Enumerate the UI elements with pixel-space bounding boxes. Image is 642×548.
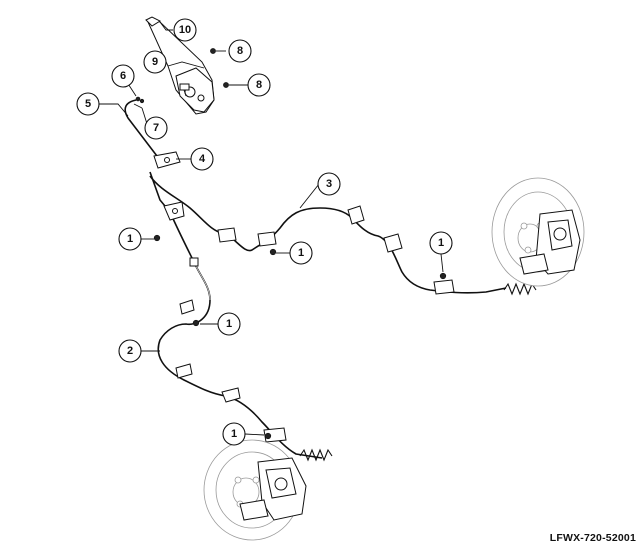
svg-text:2: 2	[127, 345, 133, 357]
svg-text:5: 5	[85, 98, 91, 110]
front-cable	[124, 96, 161, 161]
lever-bolt-lower	[223, 82, 249, 88]
callout-6: 6	[111, 64, 135, 88]
svg-text:8: 8	[256, 79, 262, 91]
callout-8-upper: 8	[228, 39, 252, 63]
callout-1-right: 1	[429, 231, 453, 255]
svg-text:1: 1	[127, 233, 133, 245]
rear-brake-right	[491, 177, 585, 287]
callout-2: 2	[118, 339, 142, 363]
figure-code: LFWX-720-52001	[549, 532, 636, 544]
svg-text:6: 6	[120, 70, 126, 82]
callout-1-lower: 1	[222, 422, 246, 446]
callout-7: 7	[144, 116, 168, 140]
callout-4: 4	[190, 147, 214, 171]
svg-text:1: 1	[298, 247, 304, 259]
parking-brake-lever	[145, 16, 215, 115]
callout-5: 5	[76, 92, 100, 116]
svg-text:9: 9	[152, 56, 158, 68]
svg-text:4: 4	[199, 153, 206, 165]
callout-9: 9	[143, 50, 167, 74]
svg-text:3: 3	[326, 178, 332, 190]
mounting-bolt	[153, 234, 447, 440]
rear-cable-right-spring	[503, 282, 537, 296]
rear-cable-left	[149, 171, 323, 459]
rear-cable-right	[149, 175, 507, 295]
svg-text:1: 1	[226, 318, 232, 330]
callout-3: 3	[317, 172, 341, 196]
svg-text:1: 1	[438, 237, 444, 249]
rear-cable-left-spring	[299, 448, 333, 462]
lever-bolt-upper	[210, 48, 226, 54]
lever-switch	[179, 83, 190, 97]
callout-10: 10	[173, 18, 197, 42]
svg-text:7: 7	[153, 122, 159, 134]
callout-1-left-upper: 1	[118, 227, 142, 251]
svg-text:1: 1	[231, 428, 237, 440]
equalizer	[153, 151, 181, 169]
rear-brake-left	[203, 439, 307, 541]
svg-text:10: 10	[179, 24, 191, 36]
callout-8-lower: 8	[247, 73, 271, 97]
svg-text:8: 8	[237, 45, 243, 57]
callout-1-center: 1	[289, 241, 313, 265]
callout-1-middle: 1	[217, 312, 241, 336]
